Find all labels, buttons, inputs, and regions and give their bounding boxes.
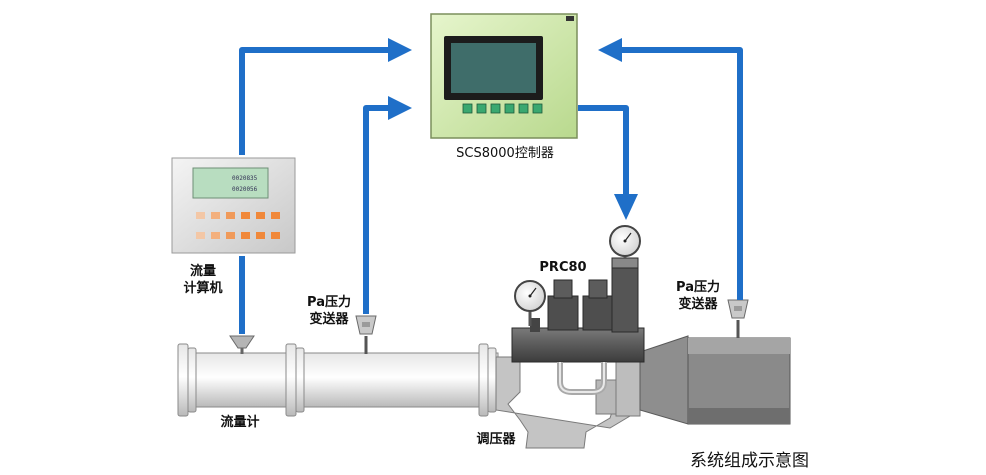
pressure-gauge-top-icon [609,225,641,258]
arrowhead-icon [388,38,412,62]
flow-meter-label: 流量计 [220,415,260,430]
arrow-controller-to-regulator [578,105,629,196]
pressure-transmitter-left-icon [355,315,377,354]
regulator-model-label: PRC80 [539,260,587,275]
arrow-right-transmitter-to-controller [616,47,743,300]
flow-computer-label-line2: 计算机 [183,281,223,296]
pressure-transmitter-right-icon [727,299,749,338]
transmitter-left-label-line2: 变送器 [309,312,349,327]
flow-computer: 0020835 0020056 [171,157,296,254]
controller-buttons [462,103,543,114]
arrowhead-icon [388,96,412,120]
flange [177,343,497,417]
transmitter-left-label-line1: Pa压力 [307,295,351,310]
pipeline [177,335,791,449]
flow-computer-display-line2: 0020056 [232,186,258,193]
arrow-left-transmitter-to-controller [363,105,392,314]
diagram-caption: 系统组成示意图 [690,451,809,471]
flow-meter-sensor-icon [229,335,255,354]
outlet-box [687,337,791,425]
arrow-flow-computer-to-controller [239,47,392,155]
arrow-heads [388,38,638,220]
outlet-cone [639,335,689,425]
regulator-body [495,355,641,449]
flow-computer-display-line1: 0020835 [232,175,258,182]
flow-computer-keypad [196,212,280,239]
transmitter-right-label-line2: 变送器 [678,297,718,312]
regulator-label: 调压器 [476,432,516,447]
transmitter-right-label-line1: Pa压力 [676,280,720,295]
arrowhead-icon [614,194,638,220]
regulator-pilot-assembly [511,225,645,395]
flow-computer-label-line1: 流量 [189,264,216,279]
pressure-gauge-left-icon [514,280,546,326]
signal-arrows [239,47,743,334]
controller-label: SCS8000控制器 [456,146,554,161]
arrowhead-icon [598,38,622,62]
controller [430,13,578,139]
